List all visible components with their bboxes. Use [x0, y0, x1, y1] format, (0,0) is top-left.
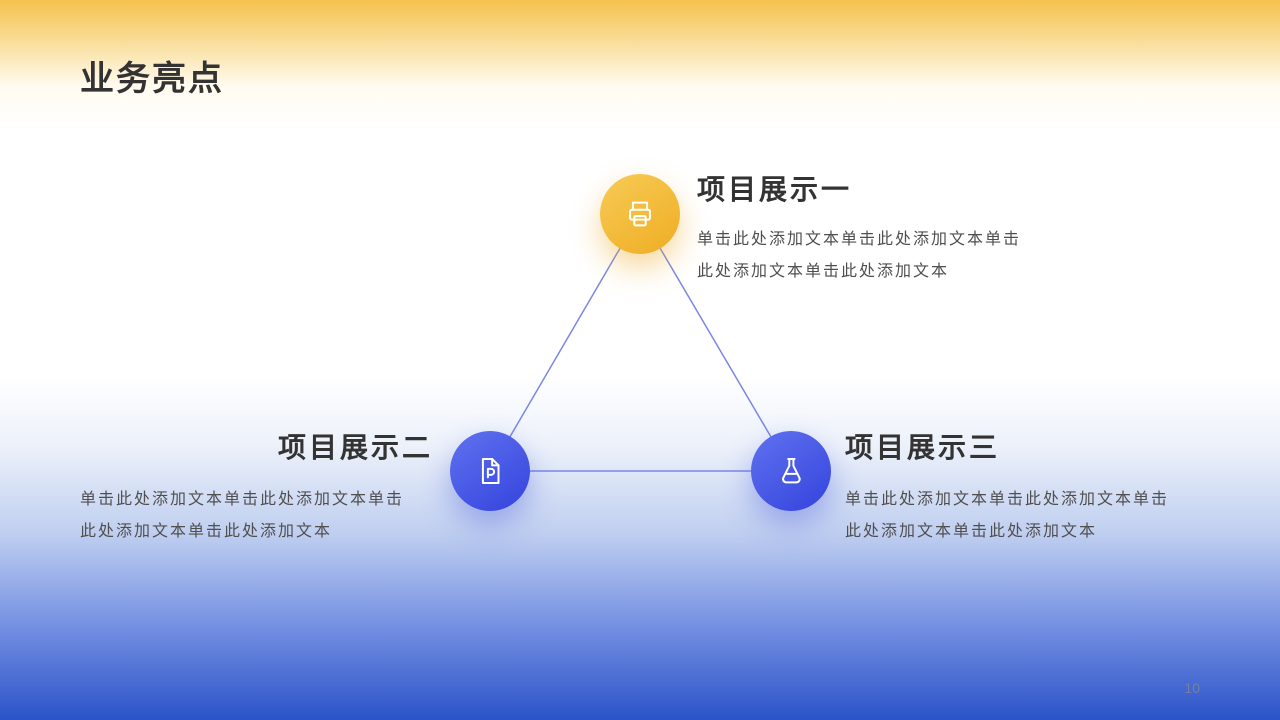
node-three-title-block: 项目展示三	[845, 432, 1000, 464]
flask-icon	[782, 457, 801, 484]
node-one-body: 单击此处添加文本单击此处添加文本单击 此处添加文本单击此处添加文本	[697, 224, 1021, 288]
node-three-title: 项目展示三	[845, 432, 1001, 463]
printer-icon	[629, 201, 651, 227]
node-one-body-line-2: 此处添加文本单击此处添加文本	[697, 263, 950, 280]
node-three-body-line-2: 此处添加文本单击此处添加文本	[845, 523, 1098, 540]
node-two-title: 项目展示二	[277, 432, 433, 463]
node-two-body: 单击此处添加文本单击此处添加文本单击 此处添加文本单击此处添加文本	[80, 484, 404, 548]
node-three-circle	[751, 431, 831, 511]
node-two-title-block: 项目展示二	[80, 432, 433, 464]
node-two-body-line-2: 此处添加文本单击此处添加文本	[80, 523, 333, 540]
node-two-circle	[450, 431, 530, 511]
node-one-title-block: 项目展示一	[697, 174, 852, 206]
node-three-body-line-1: 单击此处添加文本单击此处添加文本单击	[845, 491, 1170, 508]
node-one-circle	[600, 174, 680, 254]
node-two-body-line-1: 单击此处添加文本单击此处添加文本单击	[80, 491, 405, 508]
page-title: 业务亮点	[80, 60, 224, 98]
node-one-body-line-1: 单击此处添加文本单击此处添加文本单击	[697, 231, 1022, 248]
node-three-body: 单击此处添加文本单击此处添加文本单击 此处添加文本单击此处添加文本	[845, 484, 1169, 548]
page-number: 10	[1184, 680, 1200, 696]
document-icon	[481, 457, 500, 485]
node-one-title: 项目展示一	[697, 174, 853, 205]
